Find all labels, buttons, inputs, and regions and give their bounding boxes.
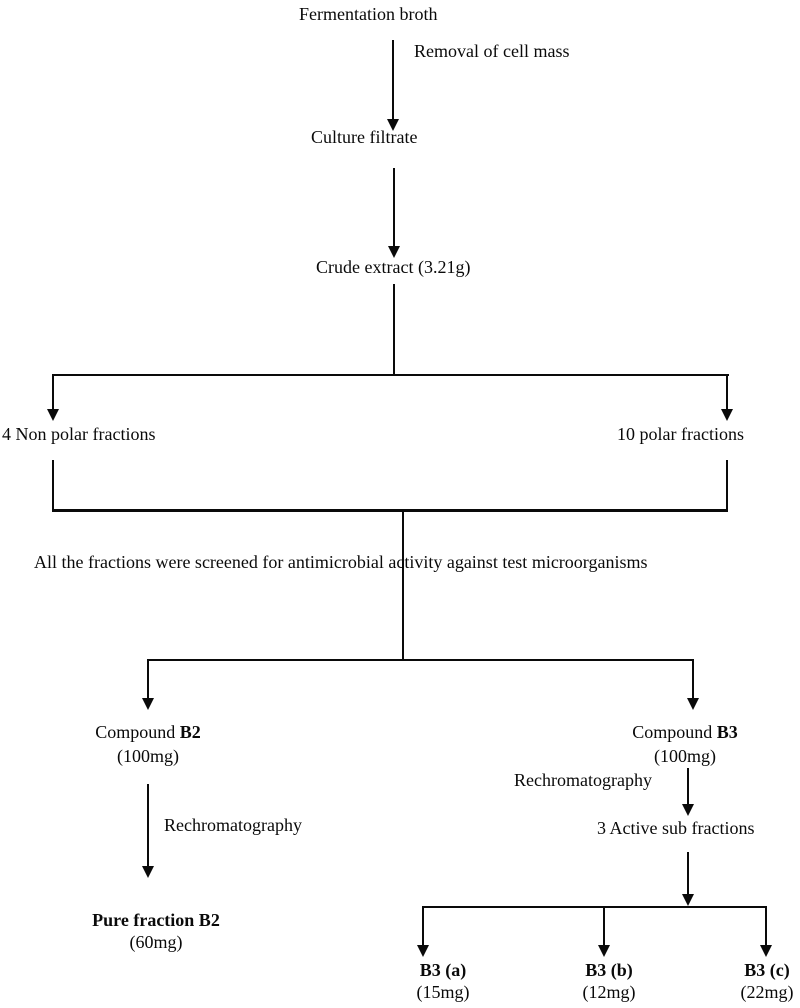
b3a-amount: (15mg) (416, 982, 470, 1002)
node-polar-fractions: 10 polar fractions (617, 424, 744, 444)
arrow-shaft-rechromatography-right (687, 768, 689, 805)
arrowhead-down-icon (47, 409, 59, 421)
arrow-shaft-rechromatography-left (147, 784, 149, 866)
node-b3c: B3 (c) (22mg) (706, 959, 800, 1003)
b3a-name: B3 (a) (419, 960, 467, 980)
arrow-shaft-compound-b2 (147, 659, 149, 699)
node-crude-extract: Crude extract (3.21g) (316, 257, 471, 277)
connector-horizontal-split1 (52, 374, 729, 376)
arrowhead-down-icon (682, 894, 694, 906)
b3b-name: B3 (b) (585, 960, 633, 980)
pure-fraction-b2-name: Pure fraction B2 (92, 910, 220, 930)
connector-vertical (393, 284, 395, 376)
connector-vertical-merge-right (726, 460, 728, 511)
note-screening: All the fractions were screened for anti… (34, 552, 648, 572)
node-pure-fraction-b2: Pure fraction B2 (60mg) (76, 909, 236, 953)
arrowhead-down-icon (598, 945, 610, 957)
edge-label-removal-of-cell-mass: Removal of cell mass (414, 41, 570, 61)
arrow-shaft-b3a (422, 906, 424, 946)
arrowhead-down-icon (417, 945, 429, 957)
arrowhead-down-icon (687, 698, 699, 710)
arrowhead-down-icon (142, 866, 154, 878)
node-fermentation-broth: Fermentation broth (299, 4, 438, 24)
arrow-shaft-to-crude-extract (393, 168, 395, 246)
connector-horizontal-split2 (147, 659, 694, 661)
arrowhead-down-icon (387, 119, 399, 131)
compound-b3-label: Compound B3 (605, 720, 765, 744)
arrow-shaft-compound-b3 (692, 659, 694, 699)
arrowhead-down-icon (142, 698, 154, 710)
node-non-polar-fractions: 4 Non polar fractions (2, 424, 156, 444)
edge-label-rechromatography-left: Rechromatography (164, 815, 302, 835)
pure-fraction-b2-amount: (60mg) (129, 932, 183, 952)
node-culture-filtrate: Culture filtrate (311, 127, 418, 147)
arrow-shaft-polar (726, 374, 728, 409)
compound-b2-label: Compound B2 (68, 720, 228, 744)
connector-vertical-merge-left (52, 460, 54, 511)
compound-b3-prefix: Compound (632, 722, 717, 742)
compound-b2-prefix: Compound (95, 722, 180, 742)
edge-label-rechromatography-right: Rechromatography (514, 770, 652, 790)
compound-b2-code: B2 (179, 722, 201, 742)
arrow-shaft-removal (392, 40, 394, 119)
b3c-amount: (22mg) (740, 982, 794, 1002)
compound-b3-amount: (100mg) (654, 746, 716, 766)
compound-b3-code: B3 (716, 722, 738, 742)
arrow-shaft-to-sub-split (687, 852, 689, 895)
arrowhead-down-icon (760, 945, 772, 957)
arrowhead-down-icon (721, 409, 733, 421)
node-b3b: B3 (b) (12mg) (548, 959, 670, 1003)
node-compound-b3: Compound B3 (100mg) (605, 720, 765, 768)
arrowhead-down-icon (388, 246, 400, 258)
connector-horizontal-merge (52, 509, 728, 512)
connector-vertical-center (402, 511, 404, 661)
compound-b2-amount: (100mg) (117, 746, 179, 766)
arrowhead-down-icon (682, 804, 694, 816)
arrow-shaft-nonpolar (52, 374, 54, 409)
b3c-name: B3 (c) (744, 960, 790, 980)
node-compound-b2: Compound B2 (100mg) (68, 720, 228, 768)
arrow-shaft-b3c (765, 906, 767, 946)
connector-horizontal-split3 (422, 906, 767, 908)
arrow-shaft-b3b (603, 906, 605, 946)
node-b3a: B3 (a) (15mg) (382, 959, 504, 1003)
b3b-amount: (12mg) (582, 982, 636, 1002)
node-active-sub-fractions: 3 Active sub fractions (597, 818, 755, 838)
